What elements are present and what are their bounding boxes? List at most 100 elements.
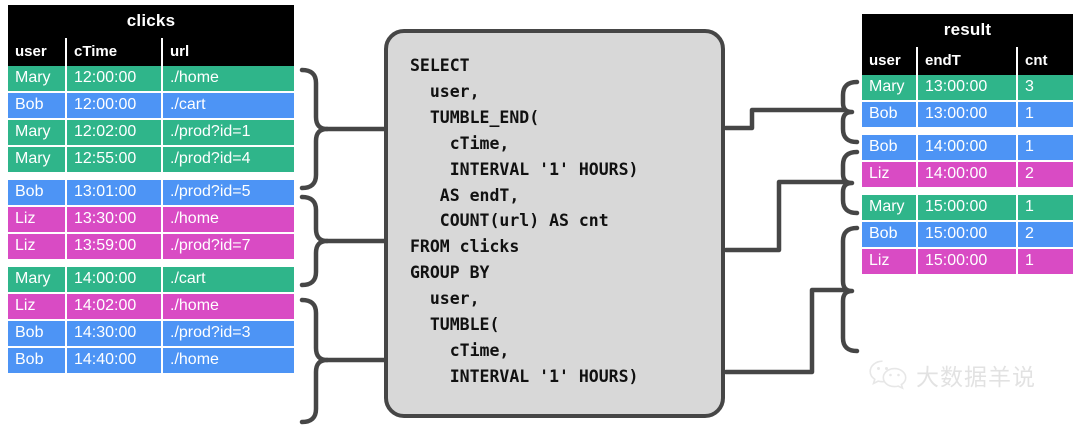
result-col-endt: endT — [918, 47, 1018, 75]
cell-endT: 14:00:00 — [918, 162, 1018, 195]
cell-url: ./prod?id=3 — [163, 321, 294, 348]
cell-endT: 15:00:00 — [918, 249, 1018, 276]
cell-user: Bob — [8, 93, 67, 120]
clicks-col-user: user — [8, 38, 67, 66]
right-brace-group-1 — [840, 79, 860, 145]
watermark-text: 大数据羊说 — [916, 365, 1036, 391]
result-col-user: user — [862, 47, 918, 75]
right-stem-group-1 — [723, 107, 846, 131]
cell-user: Mary — [8, 66, 67, 93]
cell-user: Liz — [862, 162, 918, 195]
result-title: result — [862, 14, 1073, 47]
cell-user: Mary — [8, 120, 67, 147]
cell-user: Liz — [8, 294, 67, 321]
cell-url: ./home — [163, 348, 294, 375]
cell-user: Mary — [8, 267, 67, 294]
cell-endT: 15:00:00 — [918, 195, 1018, 222]
cell-user: Liz — [8, 234, 67, 267]
cell-user: Mary — [862, 75, 918, 102]
result-title-row: result — [862, 14, 1073, 47]
cell-cTime: 12:00:00 — [67, 66, 163, 93]
sql-query-text: SELECT user, TUMBLE_END( cTime, INTERVAL… — [410, 56, 639, 386]
cell-cnt: 2 — [1018, 222, 1073, 249]
wechat-icon — [869, 360, 907, 390]
cell-user: Bob — [862, 222, 918, 249]
cell-endT: 13:00:00 — [918, 75, 1018, 102]
cell-url: ./cart — [163, 267, 294, 294]
cell-user: Liz — [862, 249, 918, 276]
cell-cTime: 12:00:00 — [67, 93, 163, 120]
cell-user: Bob — [8, 321, 67, 348]
cell-cTime: 14:30:00 — [67, 321, 163, 348]
cell-endT: 14:00:00 — [918, 135, 1018, 162]
cell-url: ./home — [163, 294, 294, 321]
right-brace-group-3 — [840, 225, 860, 354]
clicks-col-ctime: cTime — [67, 38, 163, 66]
cell-url: ./prod?id=7 — [163, 234, 294, 267]
cell-cTime: 12:55:00 — [67, 147, 163, 180]
clicks-col-url: url — [163, 38, 294, 66]
cell-url: ./prod?id=4 — [163, 147, 294, 180]
cell-user: Bob — [8, 180, 67, 207]
cell-user: Bob — [8, 348, 67, 375]
cell-cnt: 1 — [1018, 195, 1073, 222]
right-stem-group-3 — [723, 287, 846, 375]
watermark: 大数据羊说 — [868, 358, 1036, 392]
cell-url: ./home — [163, 66, 294, 93]
cell-cnt: 3 — [1018, 75, 1073, 102]
left-brace-group-1 — [299, 67, 330, 191]
cell-url: ./cart — [163, 93, 294, 120]
cell-url: ./prod?id=5 — [163, 180, 294, 207]
cell-cTime: 14:40:00 — [67, 348, 163, 375]
cell-cnt: 1 — [1018, 249, 1073, 276]
cell-cTime: 13:59:00 — [67, 234, 163, 267]
cell-cTime: 14:00:00 — [67, 267, 163, 294]
cell-cTime: 14:02:00 — [67, 294, 163, 321]
right-stem-group-2 — [723, 179, 846, 253]
cell-user: Bob — [862, 102, 918, 135]
clicks-title-row: clicks — [8, 5, 294, 38]
result-col-cnt: cnt — [1018, 47, 1073, 75]
left-brace-group-2 — [299, 194, 330, 288]
left-brace-group-3 — [299, 297, 330, 425]
cell-user: Liz — [8, 207, 67, 234]
cell-cTime: 12:02:00 — [67, 120, 163, 147]
cell-cnt: 1 — [1018, 102, 1073, 135]
cell-cTime: 13:01:00 — [67, 180, 163, 207]
cell-cTime: 13:30:00 — [67, 207, 163, 234]
sql-query-box: SELECT user, TUMBLE_END( cTime, INTERVAL… — [384, 29, 725, 418]
cell-url: ./prod?id=1 — [163, 120, 294, 147]
cell-endT: 13:00:00 — [918, 102, 1018, 135]
right-brace-group-2 — [840, 149, 860, 216]
cell-cnt: 2 — [1018, 162, 1073, 195]
result-header-row: user endT cnt — [862, 47, 1073, 75]
cell-user: Bob — [862, 135, 918, 162]
cell-user: Mary — [8, 147, 67, 180]
clicks-title: clicks — [8, 5, 294, 38]
clicks-header-row: user cTime url — [8, 38, 294, 66]
cell-user: Mary — [862, 195, 918, 222]
cell-cnt: 1 — [1018, 135, 1073, 162]
